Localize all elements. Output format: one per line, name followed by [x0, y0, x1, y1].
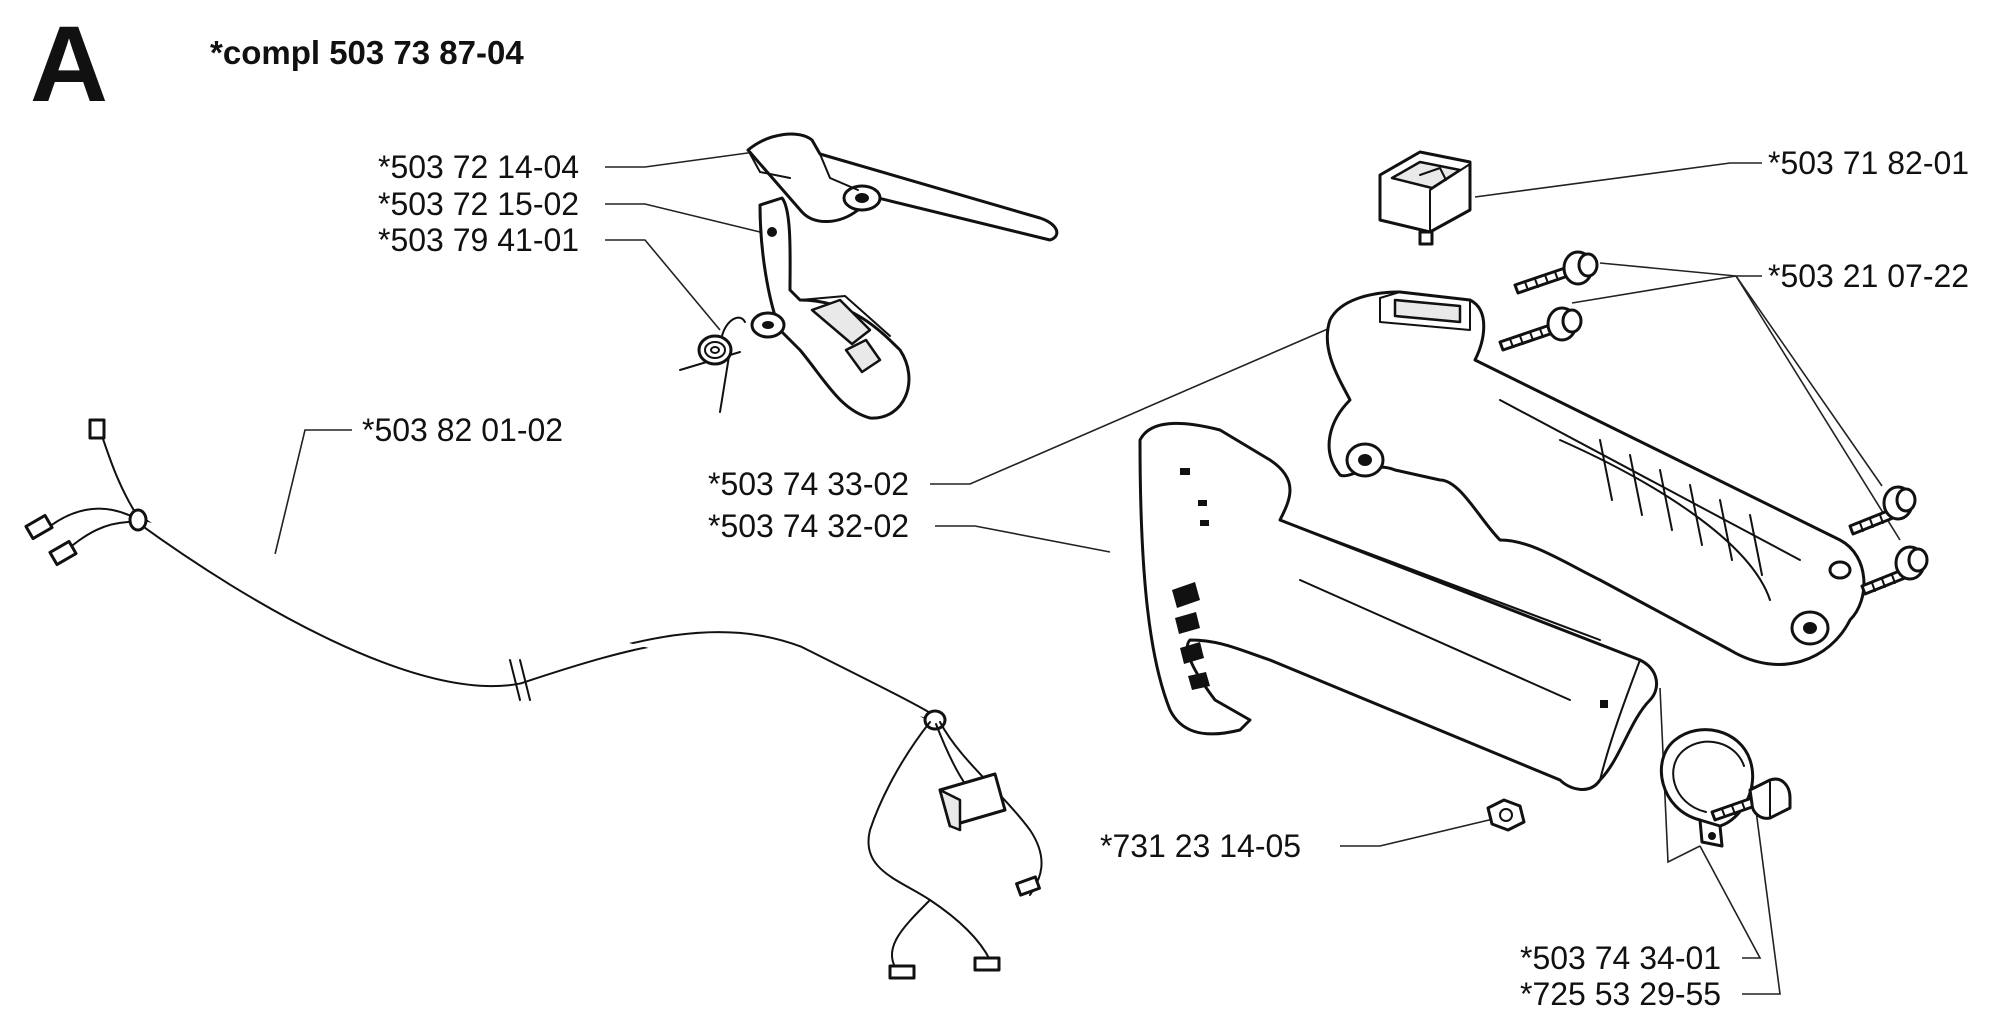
switch-part[interactable] [1378, 150, 1472, 246]
part-label-clamp[interactable]: *503 74 34-01 [1520, 940, 1722, 976]
handle-half-rear-part[interactable] [1325, 290, 1866, 666]
part-label-trigger[interactable]: *503 72 15-02 [378, 186, 580, 222]
spring-part[interactable] [679, 316, 746, 413]
leader-screw-2 [1571, 275, 1737, 304]
leader-clamp [1699, 845, 1762, 959]
part-label-screws[interactable]: *503 21 07-22 [1768, 258, 1970, 294]
nut-part[interactable] [1486, 798, 1526, 832]
leader-screw-4 [1735, 275, 1901, 541]
leader-lines [269, 151, 1901, 995]
part-label-lever[interactable]: *503 72 14-04 [378, 149, 580, 185]
section-letter: A [30, 3, 108, 124]
clamp-part[interactable] [1659, 728, 1755, 848]
leader-spring [605, 239, 721, 331]
clamp-screw-part[interactable] [1710, 777, 1792, 822]
part-label-switch[interactable]: *503 71 82-01 [1768, 145, 1970, 181]
cable-harness-part[interactable] [24, 418, 1043, 980]
screws-part[interactable] [1498, 250, 1929, 596]
part-label-handle-front[interactable]: *503 74 32-02 [708, 508, 910, 544]
handle-half-front-part[interactable] [1138, 421, 1659, 791]
part-label-clamp-screw[interactable]: *725 53 29-55 [1520, 976, 1722, 1012]
screw-2 [1498, 306, 1583, 352]
leader-handle-join [1659, 687, 1701, 864]
part-label-handle-rear[interactable]: *503 74 33-02 [708, 466, 910, 502]
leader-nut [1340, 814, 1511, 847]
leader-screw-3 [1735, 275, 1883, 487]
throttle-lever-part[interactable] [746, 132, 1059, 242]
handle-rear-ribs [1599, 439, 1763, 576]
screw-4 [1860, 545, 1929, 596]
screw-3 [1848, 485, 1917, 536]
leader-handle-front [935, 525, 1111, 553]
leader-screw-1 [1599, 262, 1762, 277]
part-label-spring[interactable]: *503 79 41-01 [378, 222, 580, 258]
part-label-nut[interactable]: *731 23 14-05 [1100, 828, 1302, 864]
leader-trigger [605, 203, 761, 233]
trigger-part[interactable] [750, 196, 911, 420]
leader-switch [1474, 162, 1762, 198]
screw-1 [1513, 250, 1599, 295]
leader-clamp-screw [1742, 779, 1781, 995]
part-label-cable[interactable]: *503 82 01-02 [362, 412, 564, 448]
leader-handle-rear [930, 327, 1331, 485]
leader-cable [269, 429, 352, 576]
assembly-number: *compl 503 73 87-04 [210, 34, 524, 71]
leader-lever [605, 151, 756, 168]
